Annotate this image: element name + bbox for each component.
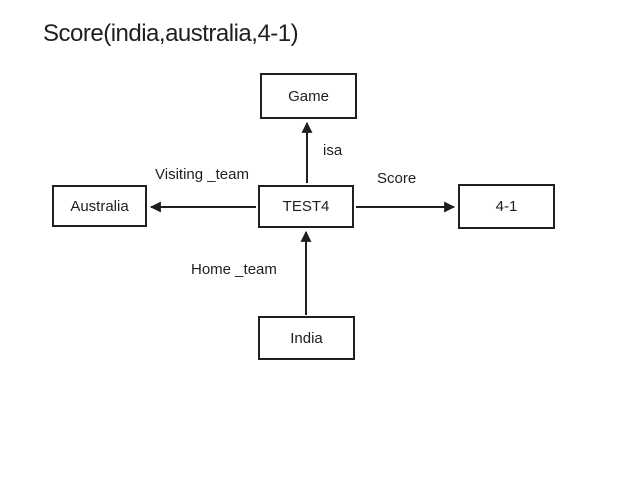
node-score-value-label: 4-1 — [495, 198, 518, 215]
edge-label-visiting-team: Visiting _team — [155, 166, 249, 183]
edge-label-home-team: Home _team — [191, 261, 277, 278]
edge-label-score: Score — [377, 170, 417, 187]
node-test4: TEST4 — [258, 185, 354, 228]
node-australia-label: Australia — [70, 197, 129, 215]
node-game-label: Game — [288, 87, 329, 105]
node-test4-label: TEST4 — [282, 198, 330, 215]
slide-title: Score(india,australia,4-1) — [43, 20, 299, 47]
node-score-value: 4-1 — [458, 184, 555, 229]
node-india: India — [258, 316, 355, 360]
node-australia: Australia — [52, 185, 147, 227]
node-india-label: India — [290, 329, 323, 347]
node-game: Game — [260, 73, 357, 119]
edge-label-isa: isa — [323, 142, 343, 159]
